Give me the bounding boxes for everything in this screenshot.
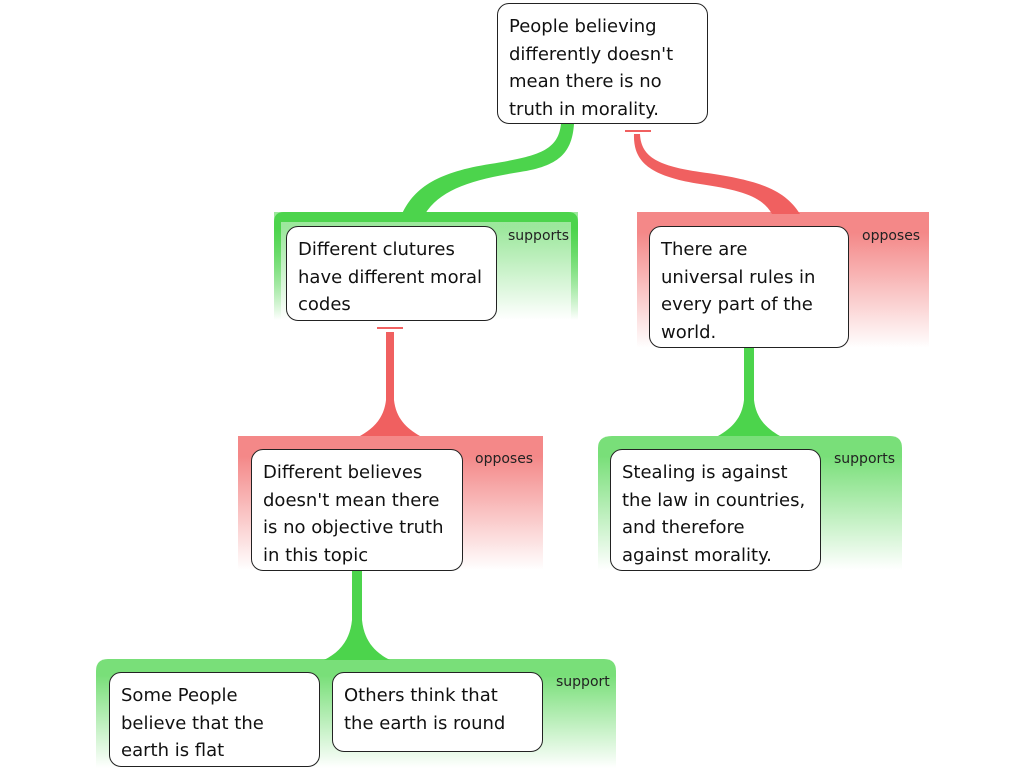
node-line: There are bbox=[661, 239, 748, 260]
node-line: Different believes bbox=[263, 462, 423, 483]
node-line: earth is flat bbox=[121, 740, 225, 761]
reason-node-flat-earth[interactable]: Some People believe that the earth is fl… bbox=[109, 672, 320, 767]
group-label-support-3: support bbox=[556, 674, 610, 690]
node-line: Others think that bbox=[344, 685, 498, 706]
connector-oppose-2 bbox=[360, 332, 420, 436]
connector-support-3 bbox=[324, 570, 390, 660]
reason-node-stealing[interactable]: Stealing is against the law in countries… bbox=[610, 449, 821, 571]
node-line: doesn't mean there bbox=[263, 489, 440, 511]
objection-node-different-believes[interactable]: Different believes doesn't mean there is… bbox=[251, 449, 463, 571]
claim-line-2: differently doesn't bbox=[509, 43, 674, 65]
node-line: and therefore bbox=[622, 517, 745, 538]
node-line: have different moral bbox=[298, 266, 483, 288]
claim-line-3: mean there is no bbox=[509, 71, 662, 92]
reason-node-cultures[interactable]: Different clutures have different moral … bbox=[286, 226, 497, 321]
connector-oppose-1 bbox=[633, 134, 800, 214]
node-line: world. bbox=[661, 321, 717, 343]
reason-node-round-earth[interactable]: Others think that the earth is round bbox=[332, 672, 543, 752]
claim-line-4: truth in morality. bbox=[509, 98, 660, 120]
node-line: in this topic bbox=[263, 544, 369, 566]
node-line: is no objective truth bbox=[263, 517, 444, 538]
claim-line-1: People believing bbox=[509, 16, 657, 37]
node-line: Different clutures bbox=[298, 239, 455, 260]
claim-node[interactable]: People believing differently doesn't mea… bbox=[497, 3, 708, 124]
group-label-opposes-2: opposes bbox=[475, 451, 534, 467]
node-line: the earth is round bbox=[344, 712, 506, 734]
node-line: Stealing is against bbox=[622, 462, 788, 483]
node-line: Some People bbox=[121, 685, 238, 706]
group-label-supports-2: supports bbox=[834, 451, 896, 467]
node-line: universal rules in bbox=[661, 266, 816, 288]
node-line: the law in countries, bbox=[622, 489, 806, 511]
connector-support-2 bbox=[718, 348, 780, 436]
group-label-supports-1: supports bbox=[508, 228, 570, 244]
node-line: every part of the bbox=[661, 294, 813, 315]
group-label-opposes-1: opposes bbox=[862, 228, 921, 244]
objection-node-universal-rules[interactable]: There are universal rules in every part … bbox=[649, 226, 849, 348]
connector-support-1 bbox=[402, 124, 574, 214]
node-line: codes bbox=[298, 294, 351, 315]
node-line: believe that the bbox=[121, 712, 264, 734]
node-line: against morality. bbox=[622, 544, 772, 566]
